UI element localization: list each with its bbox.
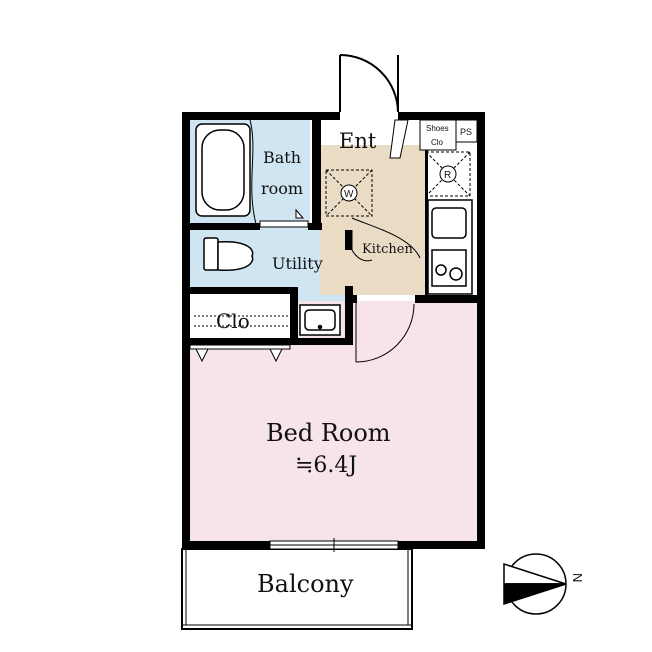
entrance-label: Ent	[339, 129, 377, 153]
bath-room-label: Bath	[263, 148, 301, 167]
entrance-area	[320, 120, 395, 145]
north-label: N	[570, 573, 585, 582]
entrance-step	[389, 119, 409, 159]
kitchen-door-swing	[351, 217, 421, 259]
fridge-mark: R	[444, 170, 451, 181]
bedroom-size: ≒6.4J	[295, 453, 357, 478]
bath-partition-curve	[249, 119, 257, 225]
balcony	[181, 538, 413, 630]
pipe-space-label: PS	[460, 127, 472, 137]
north-arrow-icon	[503, 553, 567, 615]
utility-label: Utility	[272, 254, 323, 273]
interior-walls	[190, 120, 477, 345]
kitchen-label: Kitchen	[362, 242, 413, 257]
kitchen-counter	[427, 199, 473, 295]
closet	[189, 315, 291, 363]
pipe-space	[455, 119, 478, 143]
shoes-closet-label-line2: Clo	[431, 138, 444, 147]
bath-room-label-line2: room	[261, 179, 303, 198]
bathtub	[195, 123, 251, 217]
washer-mark: W	[344, 189, 354, 200]
toilet	[203, 237, 254, 271]
washer-space	[325, 169, 373, 217]
bedroom-label: Bed Room	[266, 419, 391, 447]
entrance-door	[339, 54, 399, 113]
closet-area	[190, 300, 290, 340]
washstand	[299, 304, 341, 336]
fridge-space	[425, 151, 471, 197]
shoes-closet-label: Shoes	[426, 124, 449, 133]
outer-walls	[182, 112, 485, 549]
bedroom-door	[355, 303, 415, 363]
bath-door-marker	[295, 208, 305, 219]
balcony-label: Balcony	[257, 570, 354, 598]
kitchen-area	[320, 145, 427, 295]
bath-door	[259, 220, 309, 228]
kitchen-door	[351, 230, 373, 262]
closet-label: Clo	[216, 309, 250, 333]
